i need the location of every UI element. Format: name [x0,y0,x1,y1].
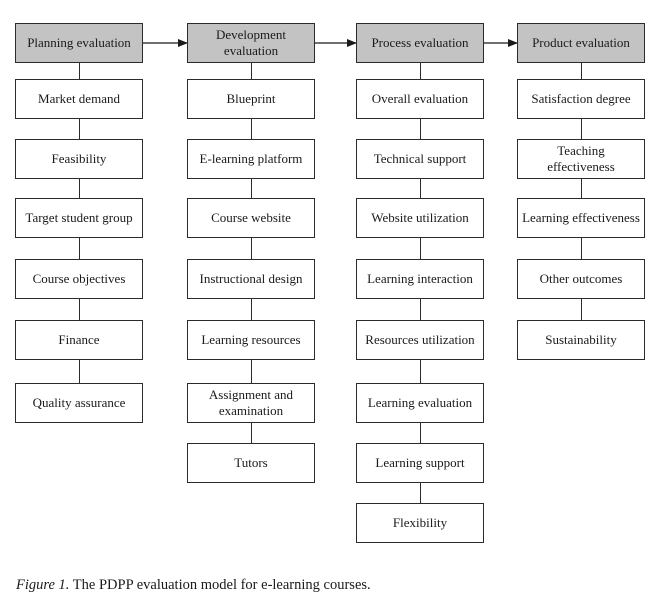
node-feasibility: Feasibility [15,139,143,179]
node-sustainability: Sustainability [517,320,645,360]
node-learning-resources: Learning resources [187,320,315,360]
node-satisfaction-degree: Satisfaction degree [517,79,645,119]
header-planning-evaluation: Planning evaluation [15,23,143,63]
node-instructional-design: Instructional design [187,259,315,299]
node-tutors: Tutors [187,443,315,483]
node-learning-support: Learning support [356,443,484,483]
node-blueprint: Blueprint [187,79,315,119]
node-resources-utilization: Resources utilization [356,320,484,360]
figure-label: Figure 1. [16,577,70,593]
header-development-evaluation: Development evaluation [187,23,315,63]
node-website-utilization: Website utilization [356,198,484,238]
column-connector-line [251,63,252,443]
node-teaching-effectiveness: Teaching effectiveness [517,139,645,179]
node-learning-effectiveness: Learning effectiveness [517,198,645,238]
node-quality-assurance: Quality assurance [15,383,143,423]
node-learning-interaction: Learning interaction [356,259,484,299]
node-technical-support: Technical support [356,139,484,179]
node-course-objectives: Course objectives [15,259,143,299]
caption-text: The PDPP evaluation model for e-learning… [69,577,371,593]
node-finance: Finance [15,320,143,360]
figure-caption: Figure 1. The PDPP evaluation model for … [16,577,371,594]
node-target-student-group: Target student group [15,198,143,238]
header-process-evaluation: Process evaluation [356,23,484,63]
node-flexibility: Flexibility [356,503,484,543]
node-learning-evaluation: Learning evaluation [356,383,484,423]
node-overall-evaluation: Overall evaluation [356,79,484,119]
node-other-outcomes: Other outcomes [517,259,645,299]
node-market-demand: Market demand [15,79,143,119]
header-product-evaluation: Product evaluation [517,23,645,63]
node-e-learning-platform: E-learning platform [187,139,315,179]
column-connector-line [581,63,582,320]
node-course-website: Course website [187,198,315,238]
node-assignment-and-examination: Assignment and examination [187,383,315,423]
